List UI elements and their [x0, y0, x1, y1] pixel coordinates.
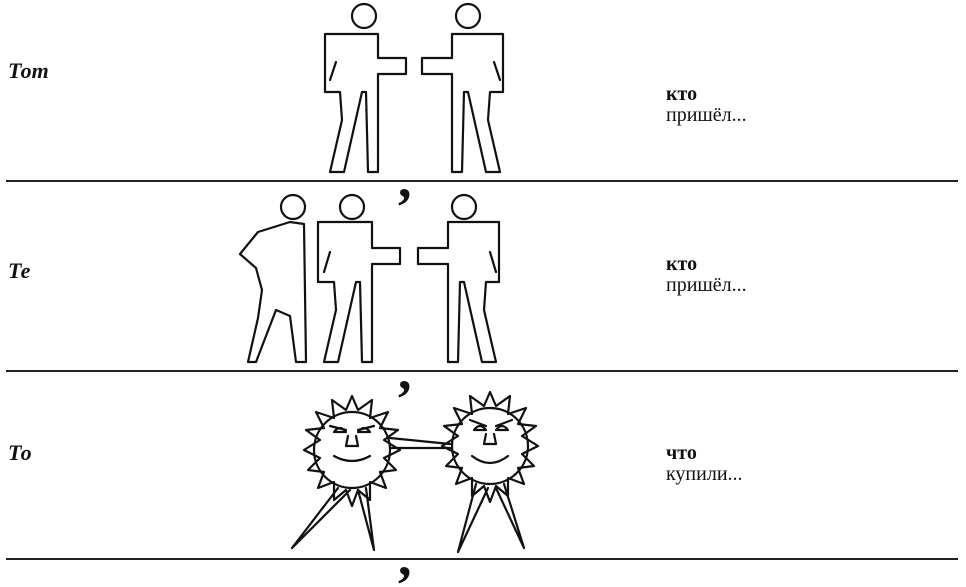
comma-1: ,	[398, 149, 412, 209]
row-1-verb: пришёл...	[666, 104, 747, 126]
divider-1	[6, 180, 958, 182]
row-2-relative-word: кто	[666, 253, 698, 275]
comma-3: ,	[398, 527, 412, 587]
sun-face-icon	[440, 390, 540, 554]
row-2-verb: пришёл...	[666, 274, 747, 296]
row-3-clause: что купили...	[666, 443, 743, 485]
comma-2: ,	[398, 341, 412, 401]
row-2-pronoun: Те	[8, 258, 31, 283]
woman-figure-icon	[238, 193, 308, 364]
man-figure-icon	[323, 2, 408, 174]
row-1-relative-word: кто	[666, 83, 698, 105]
row-3-relative-word: что	[666, 442, 697, 464]
man-figure-icon	[416, 193, 501, 364]
row-1-clause: кто пришёл...	[666, 84, 747, 126]
row-3-verb: купили...	[666, 463, 743, 485]
man-figure-icon	[420, 2, 505, 174]
row-2-clause: кто пришёл...	[666, 254, 747, 296]
divider-3	[6, 558, 958, 560]
row-1-pronoun: Тот	[8, 58, 49, 83]
man-figure-icon	[316, 193, 402, 364]
divider-2	[6, 370, 958, 372]
row-3-pronoun: То	[8, 440, 32, 465]
sun-face-icon	[290, 394, 452, 552]
